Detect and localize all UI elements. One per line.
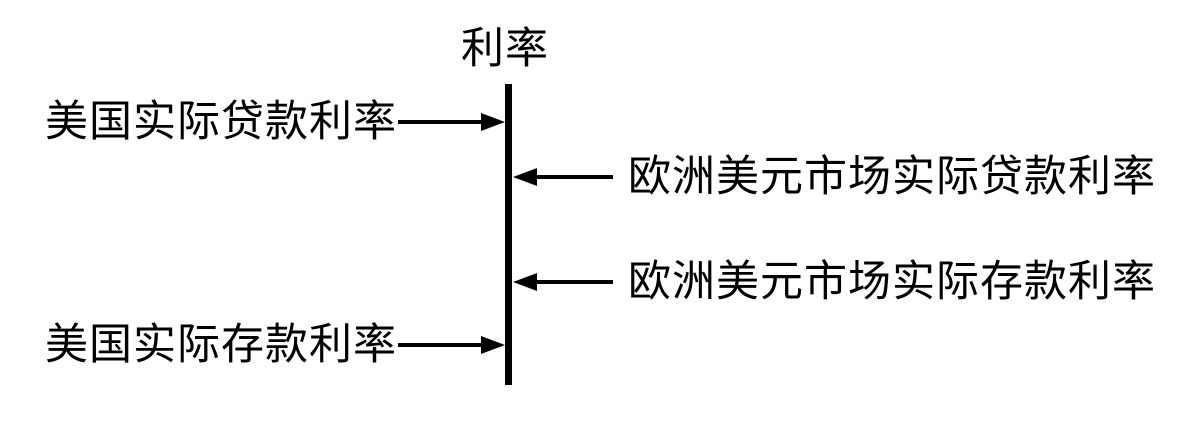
arrowhead-left-icon: [513, 273, 537, 291]
arrow-eurodollar-deposit-to-axis: [513, 270, 613, 294]
label-eurodollar-real-deposit-rate: 欧洲美元市场实际存款利率: [628, 259, 1156, 306]
label-us-real-lending-rate: 美国实际贷款利率: [45, 99, 397, 146]
arrowhead-right-icon: [481, 113, 505, 131]
interest-rate-axis-line: [505, 84, 512, 385]
label-eurodollar-real-lending-rate: 欧洲美元市场实际贷款利率: [628, 154, 1156, 201]
arrow-shaft: [398, 120, 481, 124]
arrow-shaft: [537, 280, 613, 284]
arrow-shaft: [398, 343, 481, 347]
arrowhead-left-icon: [513, 168, 537, 186]
axis-title: 利率: [461, 26, 549, 73]
arrow-shaft: [537, 175, 613, 179]
arrow-us-deposit-to-axis: [398, 333, 505, 357]
arrowhead-right-icon: [481, 336, 505, 354]
arrow-eurodollar-lending-to-axis: [513, 165, 613, 189]
label-us-real-deposit-rate: 美国实际存款利率: [45, 322, 397, 369]
arrow-us-lending-to-axis: [398, 110, 505, 134]
